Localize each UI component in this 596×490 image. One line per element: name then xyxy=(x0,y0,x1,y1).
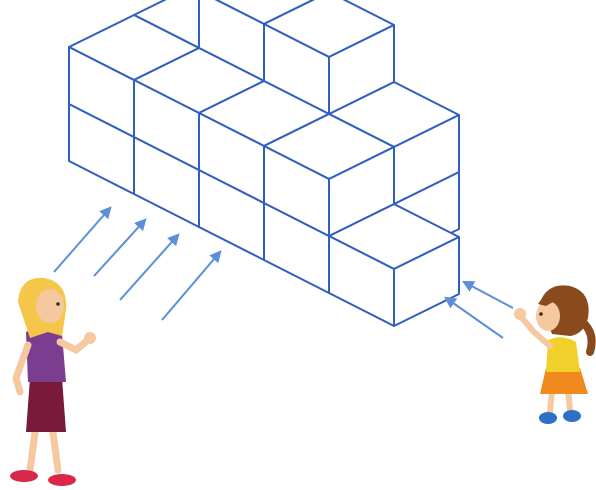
left-view-arrows xyxy=(53,206,222,321)
right-view-arrows xyxy=(444,280,514,339)
girl-viewer-icon xyxy=(514,285,596,424)
cube-side-face xyxy=(328,146,395,237)
view-arrow xyxy=(119,233,180,301)
view-arrow xyxy=(161,250,222,321)
view-arrow xyxy=(461,280,514,309)
view-arrow xyxy=(93,218,147,277)
view-arrow xyxy=(444,296,504,339)
view-arrow xyxy=(53,206,112,273)
woman-viewer-icon xyxy=(10,277,96,486)
cube-side-face xyxy=(393,236,460,327)
cube-side-face xyxy=(328,24,395,115)
cube-stack xyxy=(68,0,460,327)
